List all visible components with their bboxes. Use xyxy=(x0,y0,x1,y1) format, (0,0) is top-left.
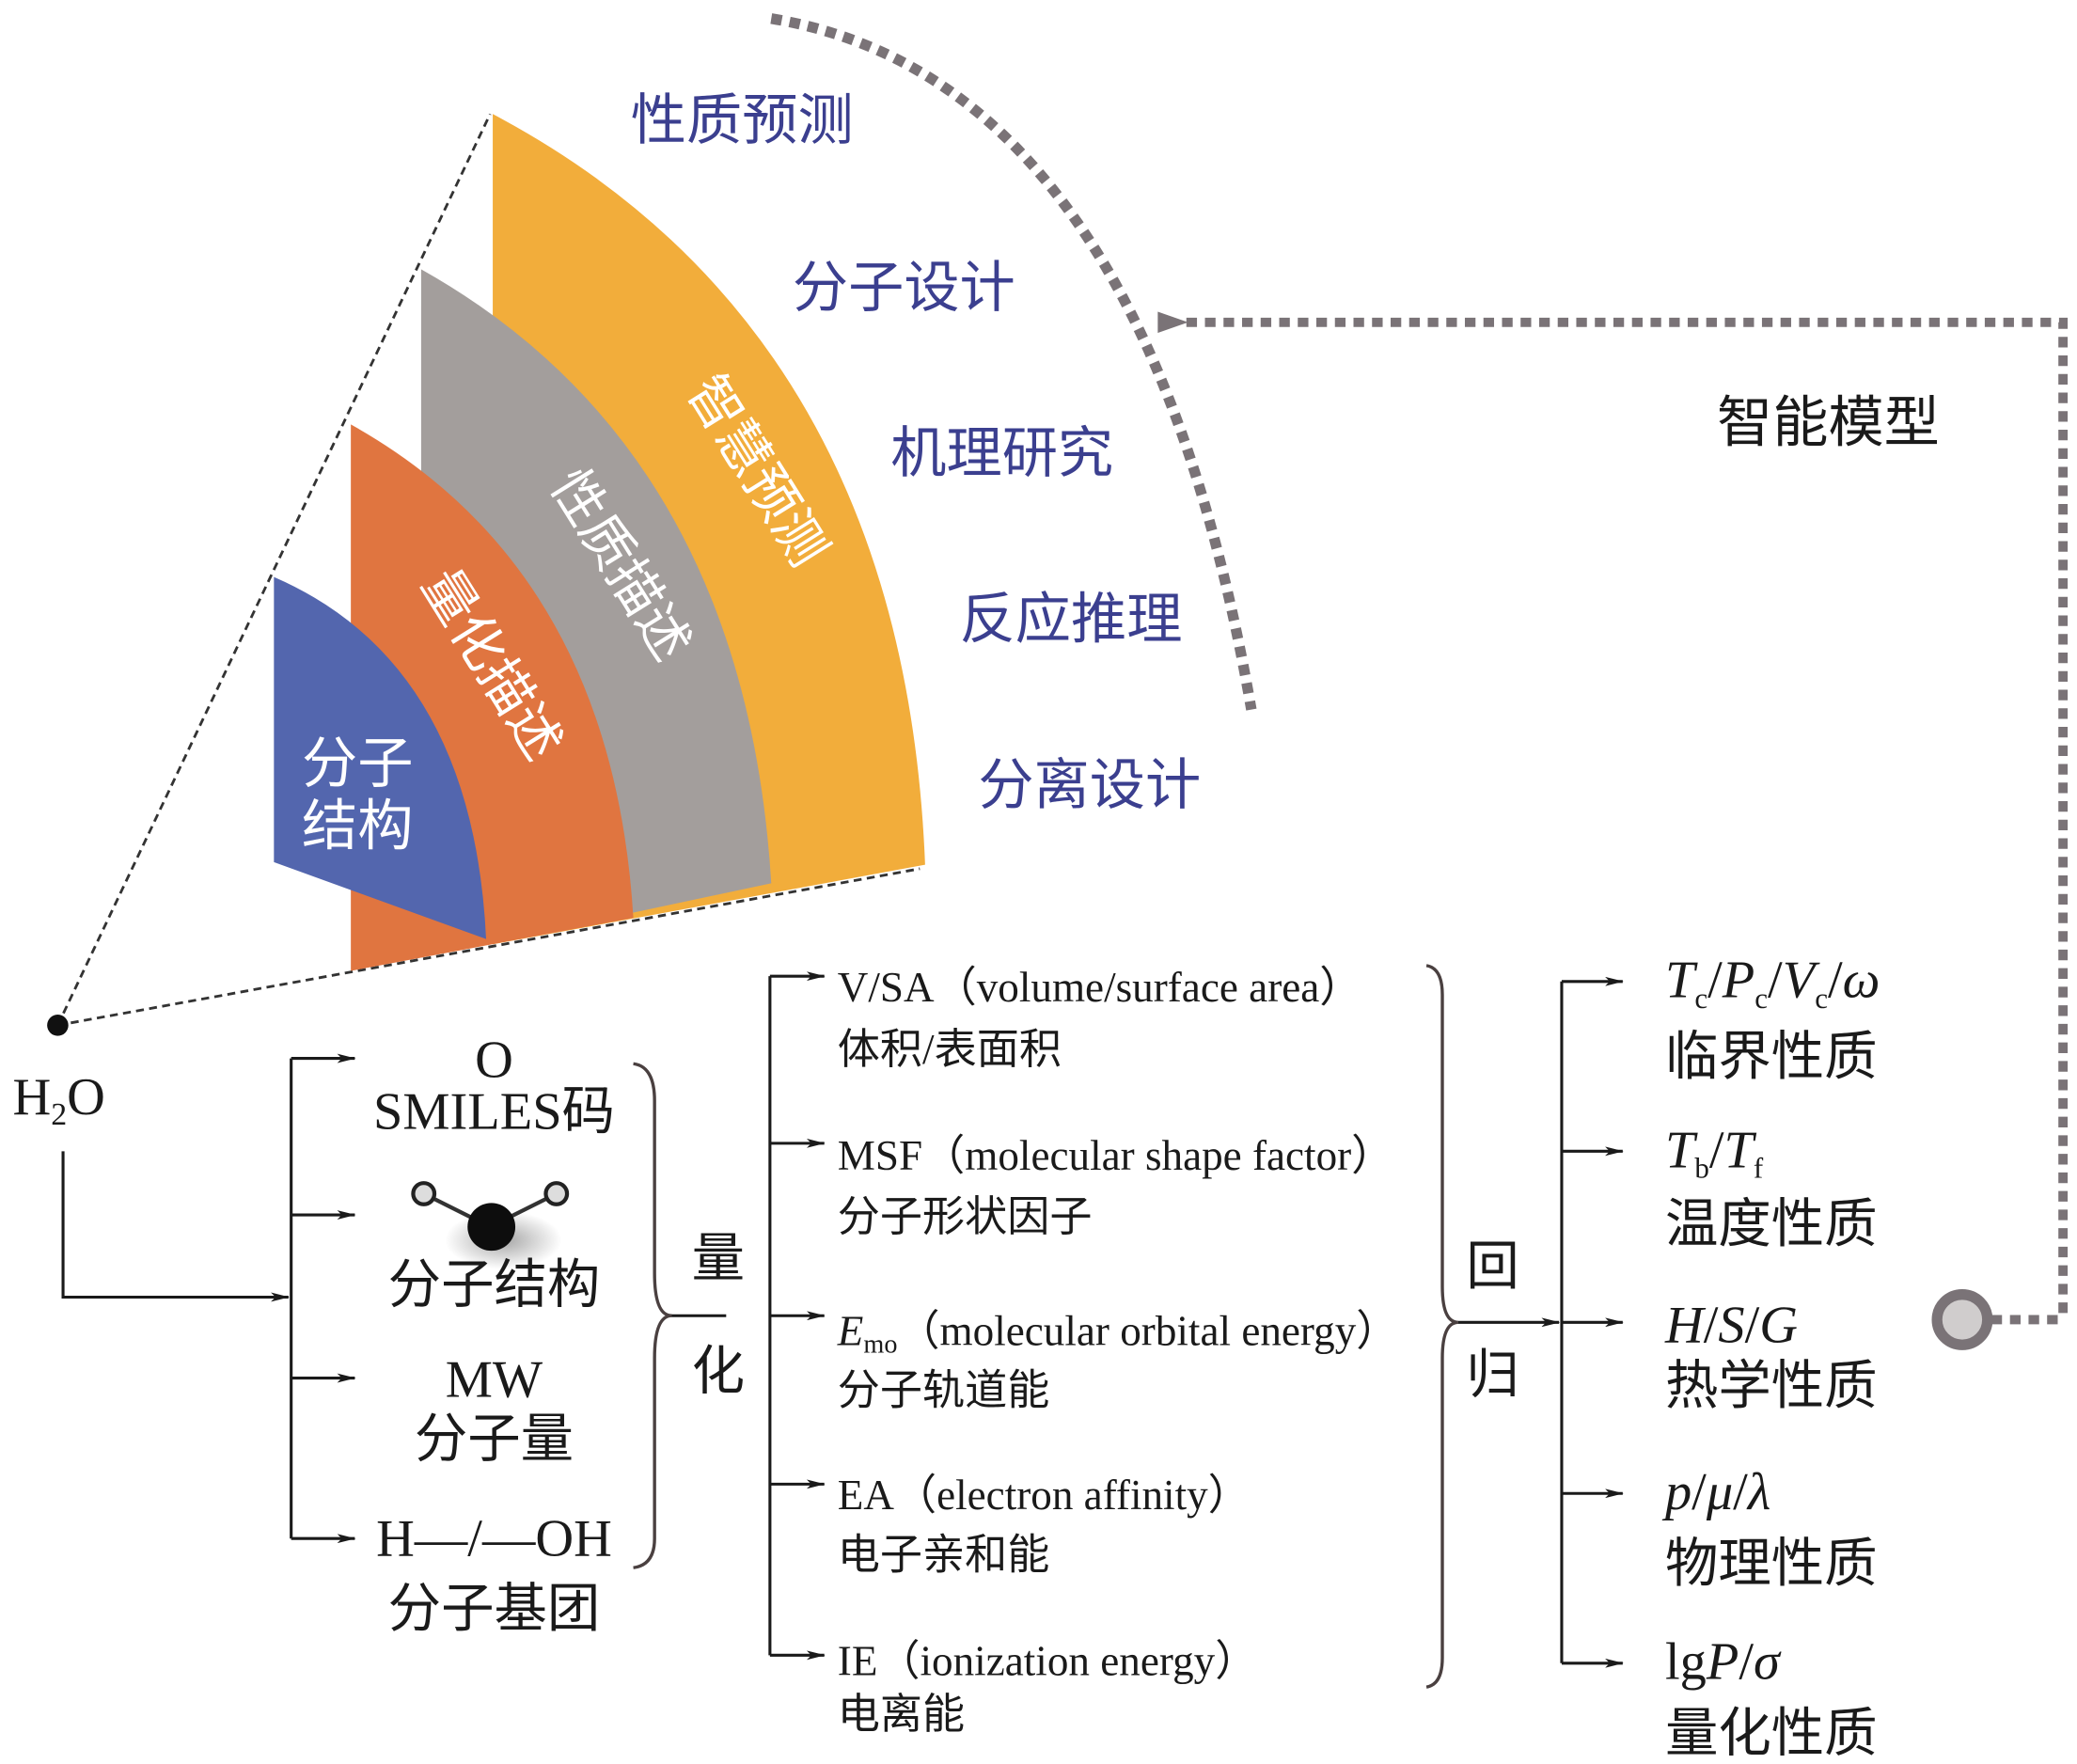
svg-text:H/S/G: H/S/G xyxy=(1664,1296,1798,1354)
brace-representations xyxy=(633,1062,672,1569)
group-label: 分子基团 xyxy=(388,1580,601,1638)
property-tree xyxy=(1560,976,1624,1668)
svg-text:Tc/Pc/Vc/ω: Tc/Pc/Vc/ω xyxy=(1665,952,1880,1015)
water-molecule-icon xyxy=(411,1181,570,1269)
application-reaction-inference: 反应推理 xyxy=(960,588,1183,650)
band-label-molecular-structure-2: 结构 xyxy=(302,795,413,858)
svg-text:EA（electron affinity）: EA（electron affinity） xyxy=(838,1472,1251,1519)
descriptor-msf: MSF（molecular shape factor） 分子形状因子 xyxy=(838,1132,1394,1240)
property-temperature: Tb/Tf 温度性质 xyxy=(1665,1121,1878,1253)
svg-text:热学性质: 热学性质 xyxy=(1665,1357,1878,1415)
feedback-loop xyxy=(770,13,2069,1350)
mw-top: MW xyxy=(446,1350,543,1409)
application-property-prediction: 性质预测 xyxy=(631,89,854,151)
svg-text:温度性质: 温度性质 xyxy=(1665,1195,1878,1253)
svg-text:V/SA（volume/surface area）: V/SA（volume/surface area） xyxy=(838,964,1362,1011)
mw-label: 分子量 xyxy=(415,1410,574,1469)
application-mechanism-study: 机理研究 xyxy=(890,422,1113,484)
svg-text:分子轨道能: 分子轨道能 xyxy=(838,1367,1050,1414)
svg-text:Emo（molecular orbital energy）: Emo（molecular orbital energy） xyxy=(837,1307,1399,1359)
group-top: H—/—OH xyxy=(376,1510,612,1568)
application-separation-design: 分离设计 xyxy=(978,754,1201,816)
band-label-molecular-structure-1: 分子 xyxy=(302,732,413,795)
descriptor-tree xyxy=(768,971,826,1661)
source-molecule-h2o: H2O xyxy=(12,1068,104,1132)
feedback-origin-node xyxy=(1931,1289,1993,1350)
molecular-structure-label: 分子结构 xyxy=(388,1256,601,1315)
representation-tree xyxy=(290,1053,356,1544)
svg-text:物理性质: 物理性质 xyxy=(1665,1535,1878,1593)
svg-text:lgP/σ: lgP/σ xyxy=(1665,1633,1782,1692)
fan-outline xyxy=(47,113,920,1036)
quantify-label-2: 化 xyxy=(692,1343,745,1401)
property-quantum: lgP/σ 量化性质 xyxy=(1665,1633,1878,1763)
descriptor-ea: EA（electron affinity） 电子亲和能 xyxy=(838,1472,1251,1578)
descriptor-emo: Emo（molecular orbital energy） 分子轨道能 xyxy=(837,1307,1399,1413)
smart-model-label: 智能模型 xyxy=(1717,392,1940,454)
svg-text:电子亲和能: 电子亲和能 xyxy=(838,1532,1050,1579)
descriptor-vsa: V/SA（volume/surface area） 体积/表面积 xyxy=(838,964,1362,1073)
property-physical: p/μ/λ 物理性质 xyxy=(1661,1463,1878,1593)
descriptor-ie: IE（ionization energy） 电离能 xyxy=(838,1637,1258,1737)
property-thermal: H/S/G 热学性质 xyxy=(1664,1296,1878,1415)
svg-text:体积/表面积: 体积/表面积 xyxy=(838,1026,1062,1073)
svg-text:临界性质: 临界性质 xyxy=(1665,1029,1878,1087)
application-molecular-design: 分子设计 xyxy=(793,257,1015,319)
regress-label-1: 回 xyxy=(1466,1237,1518,1296)
smiles-label: SMILES码 xyxy=(373,1082,615,1141)
apex-dot xyxy=(47,1015,69,1036)
svg-text:分子形状因子: 分子形状因子 xyxy=(838,1193,1093,1240)
regress-label-2: 归 xyxy=(1466,1347,1518,1405)
quantify-label-1: 量 xyxy=(692,1230,745,1288)
svg-text:IE（ionization energy）: IE（ionization energy） xyxy=(838,1637,1258,1684)
brace-descriptors xyxy=(1425,964,1459,1689)
svg-text:电离能: 电离能 xyxy=(838,1691,965,1738)
smiles-top: O xyxy=(475,1031,513,1089)
svg-text:p/μ/λ: p/μ/λ xyxy=(1661,1463,1770,1521)
svg-text:MSF（molecular shape factor）: MSF（molecular shape factor） xyxy=(838,1132,1394,1179)
property-critical: Tc/Pc/Vc/ω 临界性质 xyxy=(1665,952,1880,1087)
svg-text:Tb/Tf: Tb/Tf xyxy=(1665,1121,1764,1184)
svg-text:量化性质: 量化性质 xyxy=(1665,1705,1878,1763)
band-molecular-structure xyxy=(274,576,487,939)
